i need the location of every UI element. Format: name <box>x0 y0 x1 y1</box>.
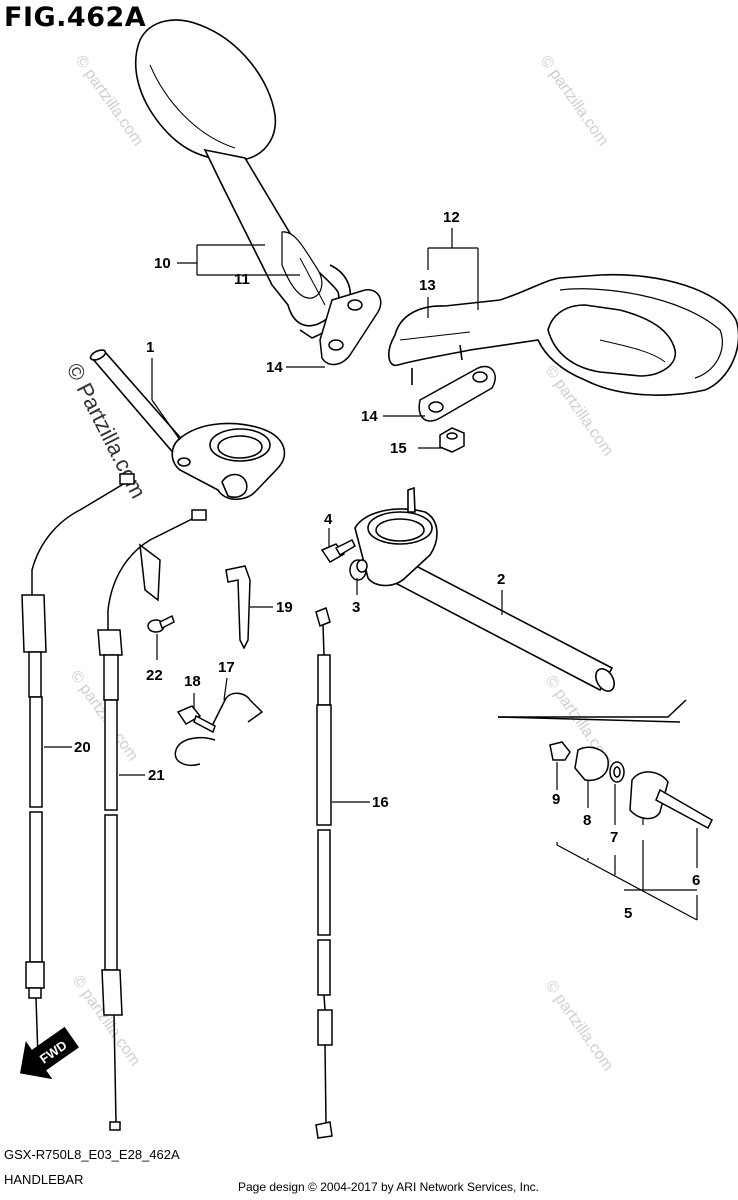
mirror-clamp-plate-left <box>319 289 382 366</box>
callout-2: 2 <box>497 571 505 588</box>
watermark-primary: © Partzilla.com <box>62 359 152 502</box>
callout-7: 7 <box>610 829 618 846</box>
figure-title: FIG.462A <box>4 2 147 33</box>
collar-part-3 <box>349 559 368 581</box>
callout-6: 6 <box>692 872 700 889</box>
fwd-arrow: FWD <box>20 1026 79 1080</box>
callout-1: 1 <box>146 339 154 356</box>
callout-15: 15 <box>390 440 407 457</box>
section-name: HANDLEBAR <box>4 1172 84 1187</box>
callout-5: 5 <box>624 905 632 922</box>
callout-12: 12 <box>443 209 460 226</box>
left-mirror <box>134 19 352 339</box>
copyright-notice: Page design © 2004-2017 by ARI Network S… <box>238 1180 540 1194</box>
bolt-part-4 <box>320 538 356 563</box>
callout-19: 19 <box>276 599 293 616</box>
leader-lines <box>44 228 698 921</box>
callout-14-lower: 14 <box>361 408 378 425</box>
bar-end-assembly <box>497 699 713 830</box>
throttle-cable-part-20 <box>21 473 135 1067</box>
callout-8: 8 <box>583 812 591 829</box>
callout-3: 3 <box>352 599 360 616</box>
clutch-cable-part-16 <box>315 606 333 1139</box>
callout-14-upper: 14 <box>266 359 283 376</box>
callout-21: 21 <box>148 767 165 784</box>
screw-part-18 <box>176 705 216 734</box>
callout-4: 4 <box>324 511 333 528</box>
guide-part-19 <box>225 565 251 650</box>
callout-10: 10 <box>154 255 171 272</box>
callout-16: 16 <box>372 794 389 811</box>
reference-code: GSX-R750L8_E03_E28_462A <box>4 1147 180 1162</box>
callout-13: 13 <box>419 277 436 294</box>
watermark: © partzilla.com <box>537 53 612 150</box>
screw-part-22 <box>147 614 175 633</box>
mirror-clamp-plate-right <box>418 365 496 422</box>
throttle-cable-part-21 <box>97 509 207 1131</box>
left-handlebar <box>89 349 286 501</box>
callout-22: 22 <box>146 667 163 684</box>
callout-9: 9 <box>552 791 560 808</box>
watermark: © partzilla.com <box>542 978 617 1075</box>
callouts: 1 2 3 4 5 6 7 8 9 10 11 12 13 14 14 15 1… <box>74 209 700 922</box>
cable-clamp-part-17 <box>174 692 264 766</box>
callout-18: 18 <box>184 673 201 690</box>
right-mirror <box>388 273 738 396</box>
callout-17: 17 <box>218 659 235 676</box>
callout-20: 20 <box>74 739 91 756</box>
nut-part-15 <box>439 427 465 453</box>
right-handlebar <box>354 486 615 692</box>
callout-11: 11 <box>234 271 250 288</box>
